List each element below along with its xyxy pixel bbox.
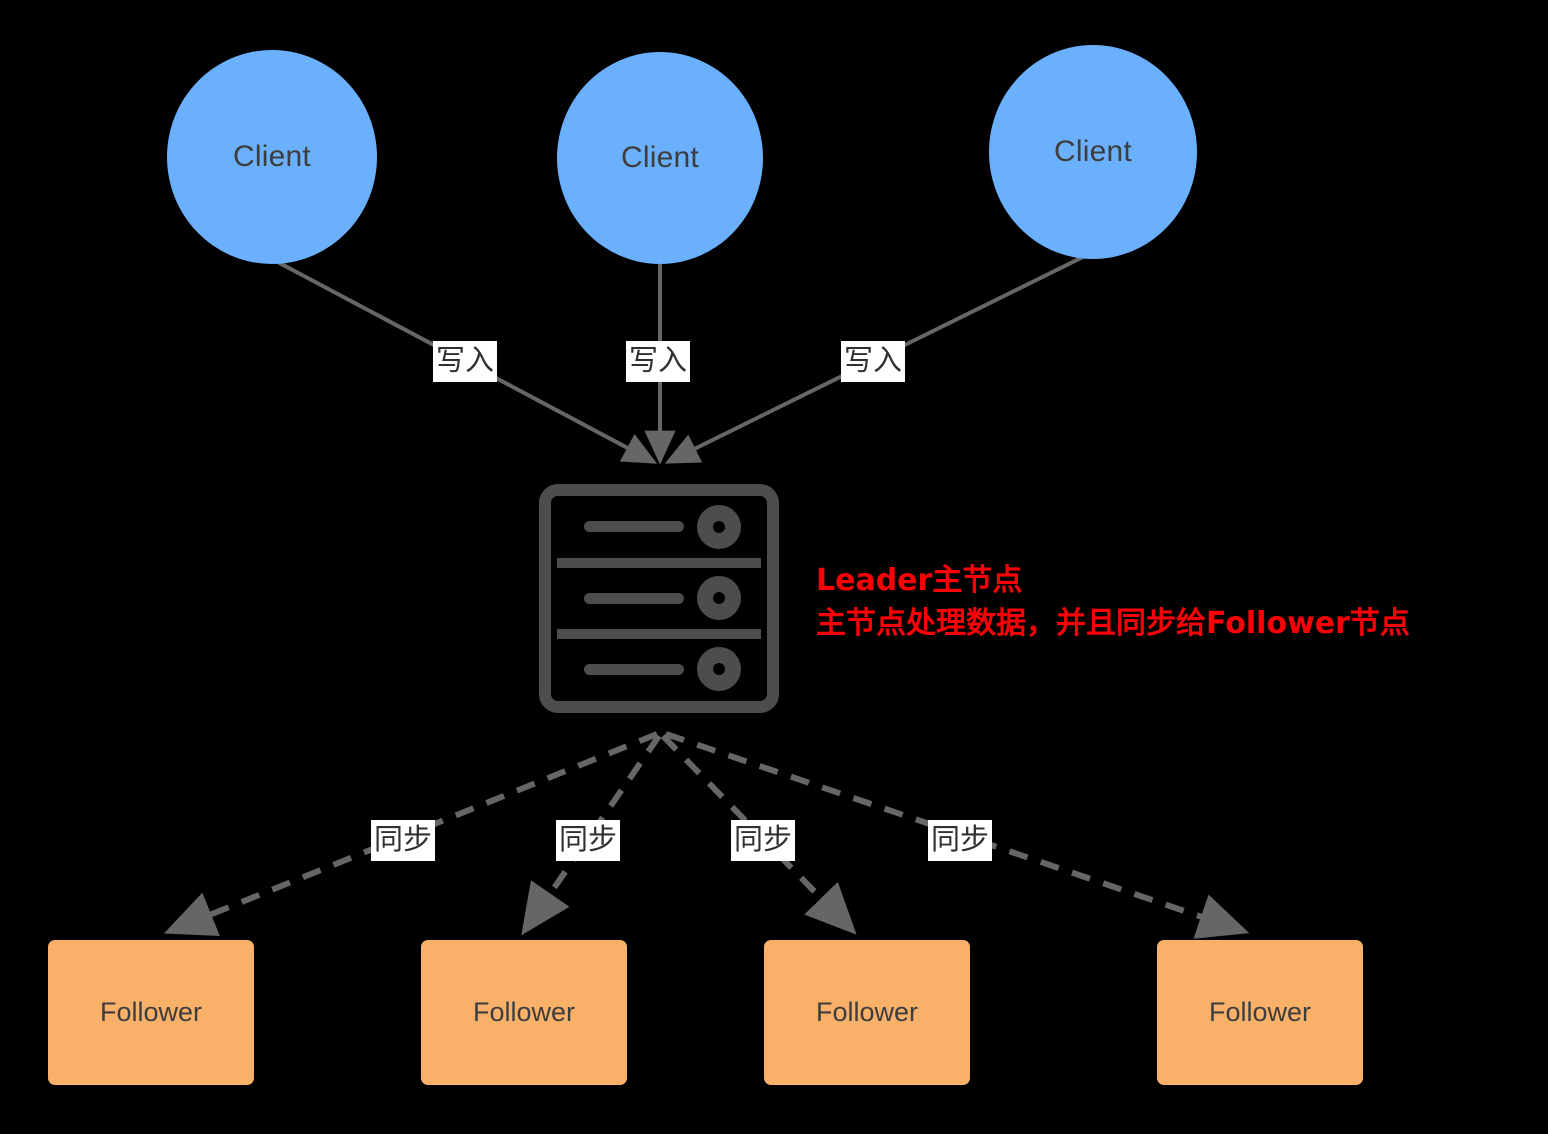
follower-node-4[interactable]: Follower (1157, 940, 1363, 1085)
follower-node-3[interactable]: Follower (764, 940, 970, 1085)
sync-edge-label-text: 同步 (931, 822, 990, 856)
follower-node-label: Follower (1208, 997, 1312, 1027)
follower-node-label: Follower (472, 997, 576, 1027)
sync-edge-label-text: 同步 (734, 822, 793, 856)
write-edge-label-text: 写入 (436, 343, 495, 377)
leader-annotation: Leader主节点 主节点处理数据，并且同步给Follower节点 (816, 560, 1410, 645)
sync-edge-label-1: 同步 (371, 820, 436, 861)
client-node-1[interactable]: Client (167, 50, 377, 264)
sync-edge-label-3: 同步 (731, 820, 796, 861)
client-node-label: Client (233, 140, 311, 173)
server-rack-icon (539, 484, 779, 713)
sync-edge-label-text: 同步 (559, 822, 618, 856)
follower-node-2[interactable]: Follower (421, 940, 627, 1085)
follower-node-label: Follower (815, 997, 919, 1027)
write-edge-label-1: 写入 (433, 341, 498, 382)
sync-edge-1 (163, 731, 659, 937)
follower-node-label: Follower (99, 997, 203, 1027)
write-edge-label-2: 写入 (626, 341, 691, 382)
write-edge-label-text: 写入 (844, 343, 903, 377)
write-edge-label-text: 写入 (629, 343, 688, 377)
follower-node-1[interactable]: Follower (48, 940, 254, 1085)
write-edge-label-3: 写入 (841, 341, 906, 382)
client-node-label: Client (1054, 135, 1132, 168)
leader-server-node[interactable] (539, 484, 779, 713)
leader-annotation-line-2: 主节点处理数据，并且同步给Follower节点 (816, 605, 1410, 641)
sync-edge-label-2: 同步 (556, 820, 621, 861)
sync-edge-label-text: 同步 (374, 822, 433, 856)
client-node-label: Client (621, 141, 699, 174)
client-node-2[interactable]: Client (557, 52, 763, 264)
sync-edge-label-4: 同步 (928, 820, 993, 861)
client-node-3[interactable]: Client (989, 45, 1197, 259)
leader-annotation-line-1: Leader主节点 (816, 563, 1023, 598)
